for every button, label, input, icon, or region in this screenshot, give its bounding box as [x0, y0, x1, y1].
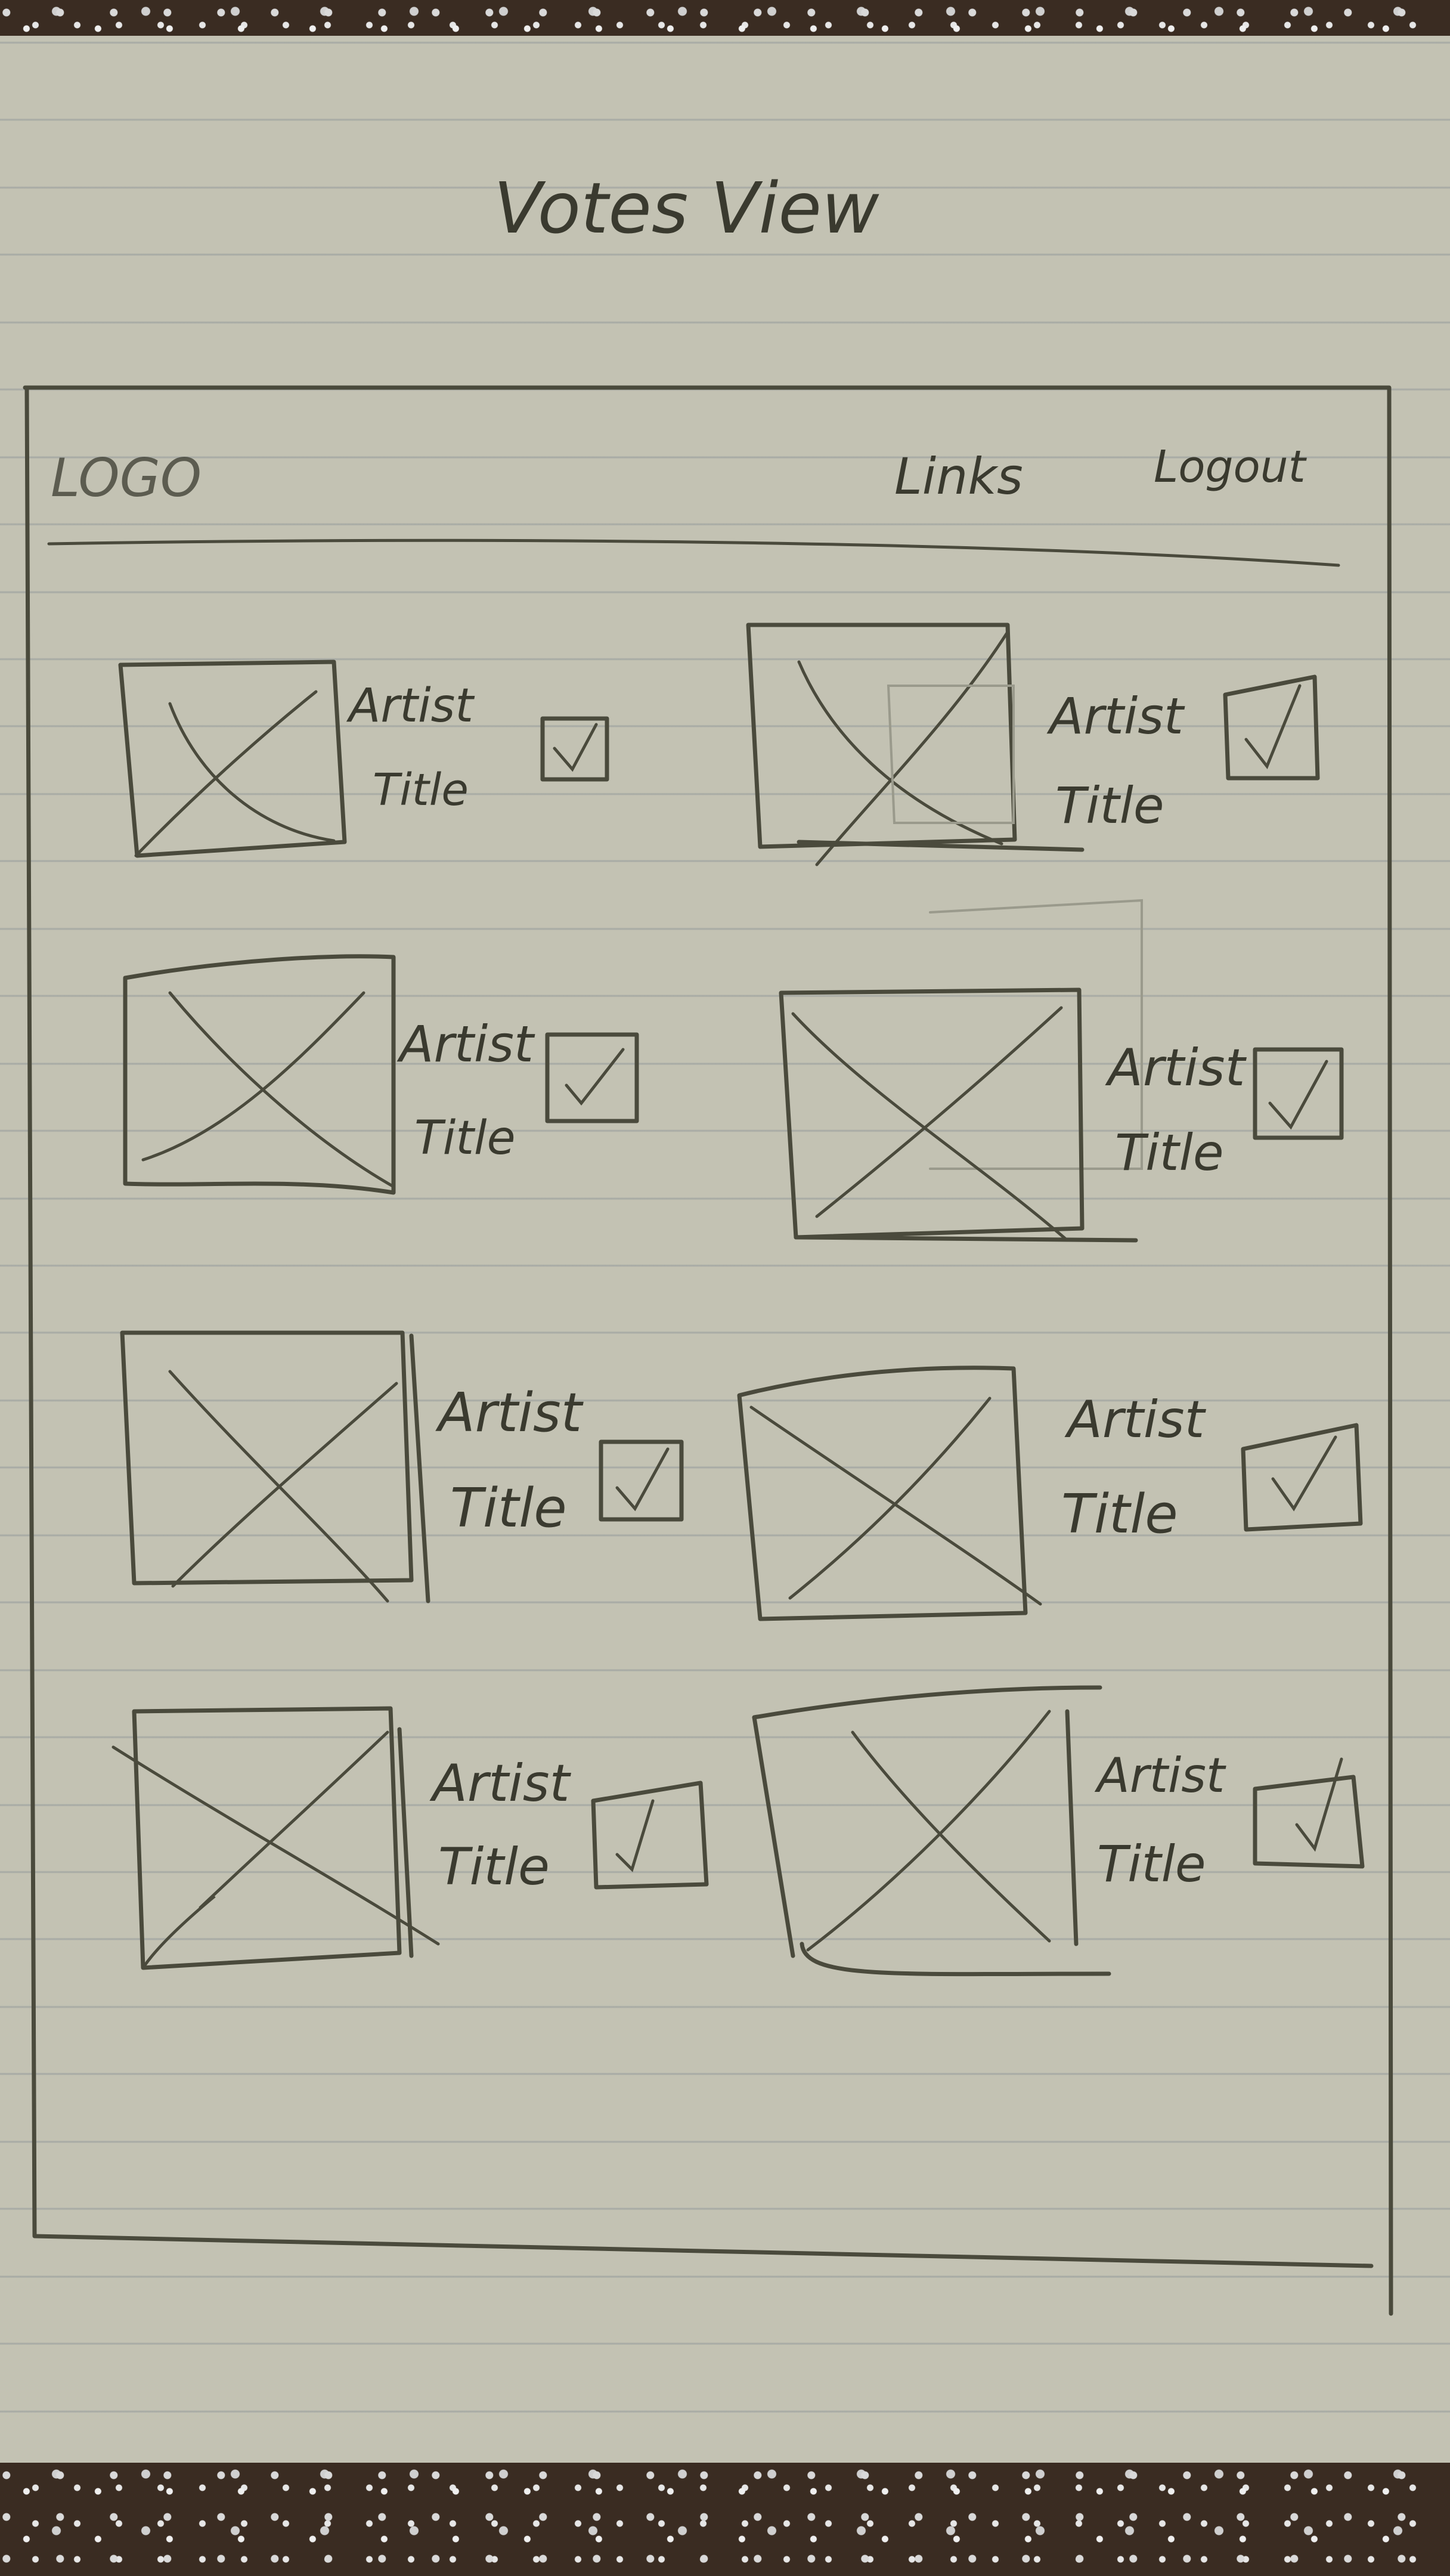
table-surface-bottom [0, 2463, 1450, 2576]
album-art-placeholder [123, 954, 396, 1195]
browser-frame [23, 385, 1393, 2316]
header-divider [47, 538, 1340, 567]
artist-label: Artist [1094, 1748, 1226, 1803]
title-label: Title [450, 1477, 567, 1540]
check-icon [1295, 1757, 1343, 1852]
nav-logout[interactable]: Logout [1154, 441, 1308, 493]
album-art-placeholder [737, 1366, 1042, 1621]
nav-links[interactable]: Links [894, 447, 1023, 506]
title-label: Title [414, 1111, 516, 1165]
title-label: Title [373, 764, 469, 816]
check-icon [565, 1048, 625, 1106]
vote-checkbox[interactable] [1223, 674, 1320, 781]
notebook-paper [0, 36, 1450, 2472]
vote-item: Artist Title [111, 1706, 709, 1970]
vote-checkbox[interactable] [1253, 1047, 1344, 1140]
title-label: Title [1055, 776, 1164, 835]
check-icon [615, 1799, 655, 1872]
vote-item: Artist Title [779, 899, 1344, 1243]
check-icon [615, 1447, 670, 1512]
artist-label: Artist [429, 1754, 572, 1813]
page-title: Votes View [494, 167, 879, 249]
check-icon [1268, 1060, 1328, 1130]
artist-label: Artist [1046, 687, 1185, 745]
vote-checkbox[interactable] [599, 1439, 684, 1522]
artist-label: Artist [1064, 1390, 1207, 1450]
title-label: Title [438, 1837, 550, 1897]
artist-label: Artist [1105, 1038, 1247, 1098]
vote-item: Artist Title [120, 1330, 684, 1603]
vote-checkbox[interactable] [591, 1781, 709, 1890]
check-icon [1271, 1435, 1337, 1512]
artist-label: Artist [346, 679, 475, 733]
title-label: Title [1061, 1483, 1178, 1546]
album-art-placeholder [111, 1706, 440, 1970]
vote-item: Artist Title [737, 1366, 1363, 1621]
vote-item: Artist Title [746, 623, 1320, 866]
title-label: Title [1097, 1835, 1206, 1893]
vote-item: Artist Title [752, 1685, 1365, 1977]
album-art-placeholder [779, 899, 1143, 1243]
album-art-placeholder [752, 1685, 1111, 1977]
check-icon [1244, 684, 1302, 769]
vote-checkbox[interactable] [545, 1032, 639, 1123]
check-icon [553, 723, 598, 772]
logo[interactable]: LOGO [51, 447, 202, 509]
album-art-placeholder [118, 660, 347, 858]
vote-item: Artist Title [123, 954, 639, 1195]
title-label: Title [1115, 1123, 1224, 1182]
artist-label: Artist [396, 1015, 535, 1073]
vote-checkbox[interactable] [1253, 1757, 1365, 1869]
vote-item: Artist Title [118, 660, 609, 858]
artist-label: Artist [435, 1382, 584, 1444]
album-art-placeholder [120, 1330, 430, 1603]
vote-checkbox[interactable] [540, 716, 609, 782]
album-art-placeholder [746, 623, 1085, 866]
vote-checkbox[interactable] [1241, 1423, 1363, 1532]
